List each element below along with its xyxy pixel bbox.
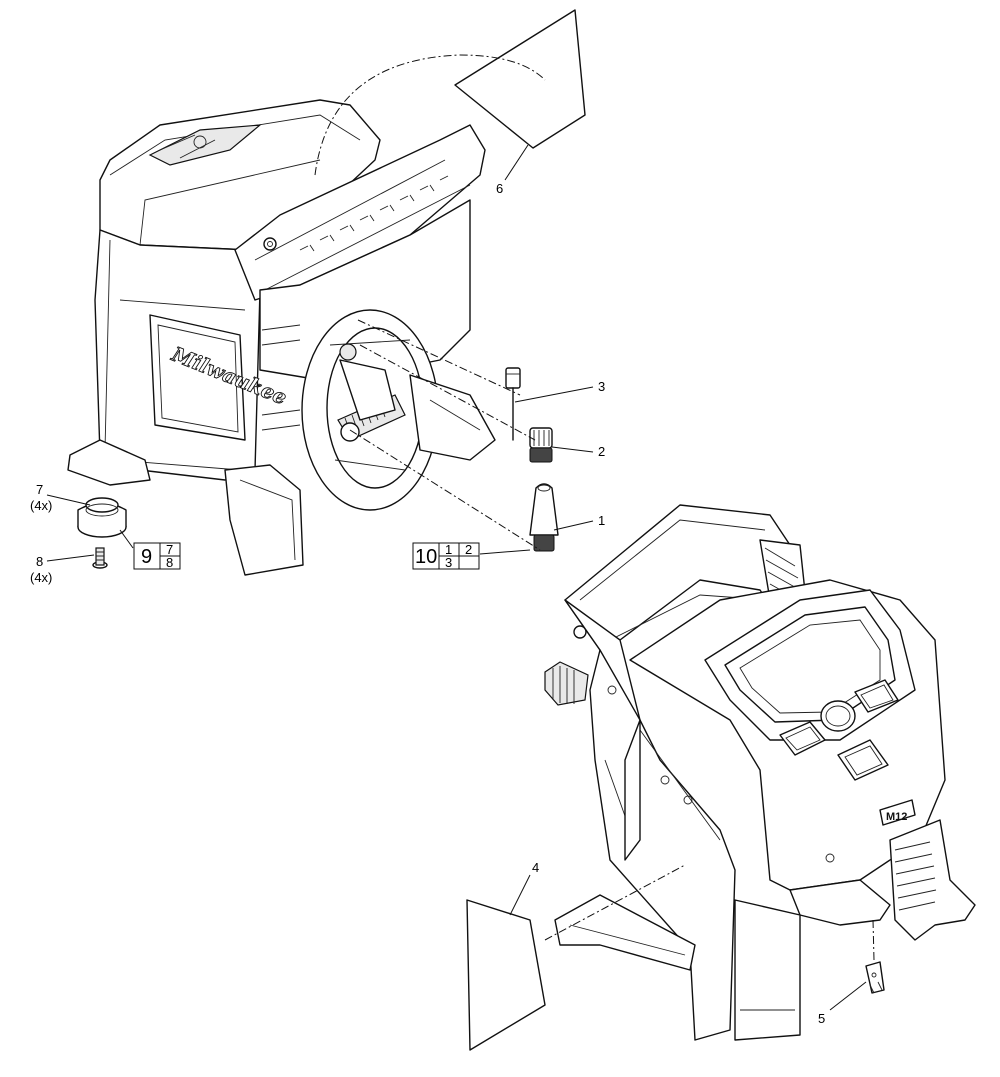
callout-7-qty: (4x)	[30, 498, 52, 513]
callout-5: 5	[818, 981, 867, 1026]
callout-6: 6	[496, 144, 529, 196]
callout-7: 7 (4x)	[30, 482, 91, 513]
callout-8-qty: (4x)	[30, 570, 52, 585]
part-5-clip	[865, 961, 885, 994]
svg-text:2: 2	[598, 444, 605, 459]
part-3-needle	[505, 367, 521, 441]
svg-text:8: 8	[36, 554, 43, 569]
callout-4: 4	[509, 860, 539, 916]
part-8-screw	[92, 547, 108, 569]
svg-text:1: 1	[445, 542, 452, 557]
callout-8: 8 (4x)	[30, 554, 95, 585]
part-2-adapter	[529, 427, 553, 463]
m12-badge: M12	[886, 811, 907, 823]
label-sticker-part-4	[466, 899, 546, 1051]
label-sticker-part-6	[454, 9, 586, 149]
svg-text:6: 6	[496, 181, 503, 196]
kit-9: 9 7 8	[133, 542, 181, 570]
svg-text:2: 2	[465, 542, 472, 557]
part-1-nozzle	[529, 483, 559, 552]
callout-1: 1	[553, 513, 605, 531]
inflator-front-view: M12	[544, 504, 976, 1041]
handle-grip-texture	[299, 175, 449, 252]
callout-2: 2	[551, 444, 605, 459]
svg-text:7: 7	[36, 482, 43, 497]
svg-text:4: 4	[532, 860, 539, 875]
svg-text:1: 1	[598, 513, 605, 528]
svg-text:10: 10	[415, 546, 437, 568]
kit-10: 10 1 2 3	[412, 542, 480, 570]
svg-text:5: 5	[818, 1011, 825, 1026]
callout-3: 3	[514, 379, 605, 403]
svg-text:8: 8	[166, 555, 173, 570]
svg-text:3: 3	[445, 555, 452, 570]
control-buttons	[779, 679, 899, 781]
svg-text:3: 3	[598, 379, 605, 394]
part-7-rubber-foot	[77, 497, 127, 538]
svg-text:9: 9	[141, 546, 152, 568]
inflator-rear-view: Milwaukee	[67, 99, 496, 576]
svg-text:7: 7	[166, 542, 173, 557]
